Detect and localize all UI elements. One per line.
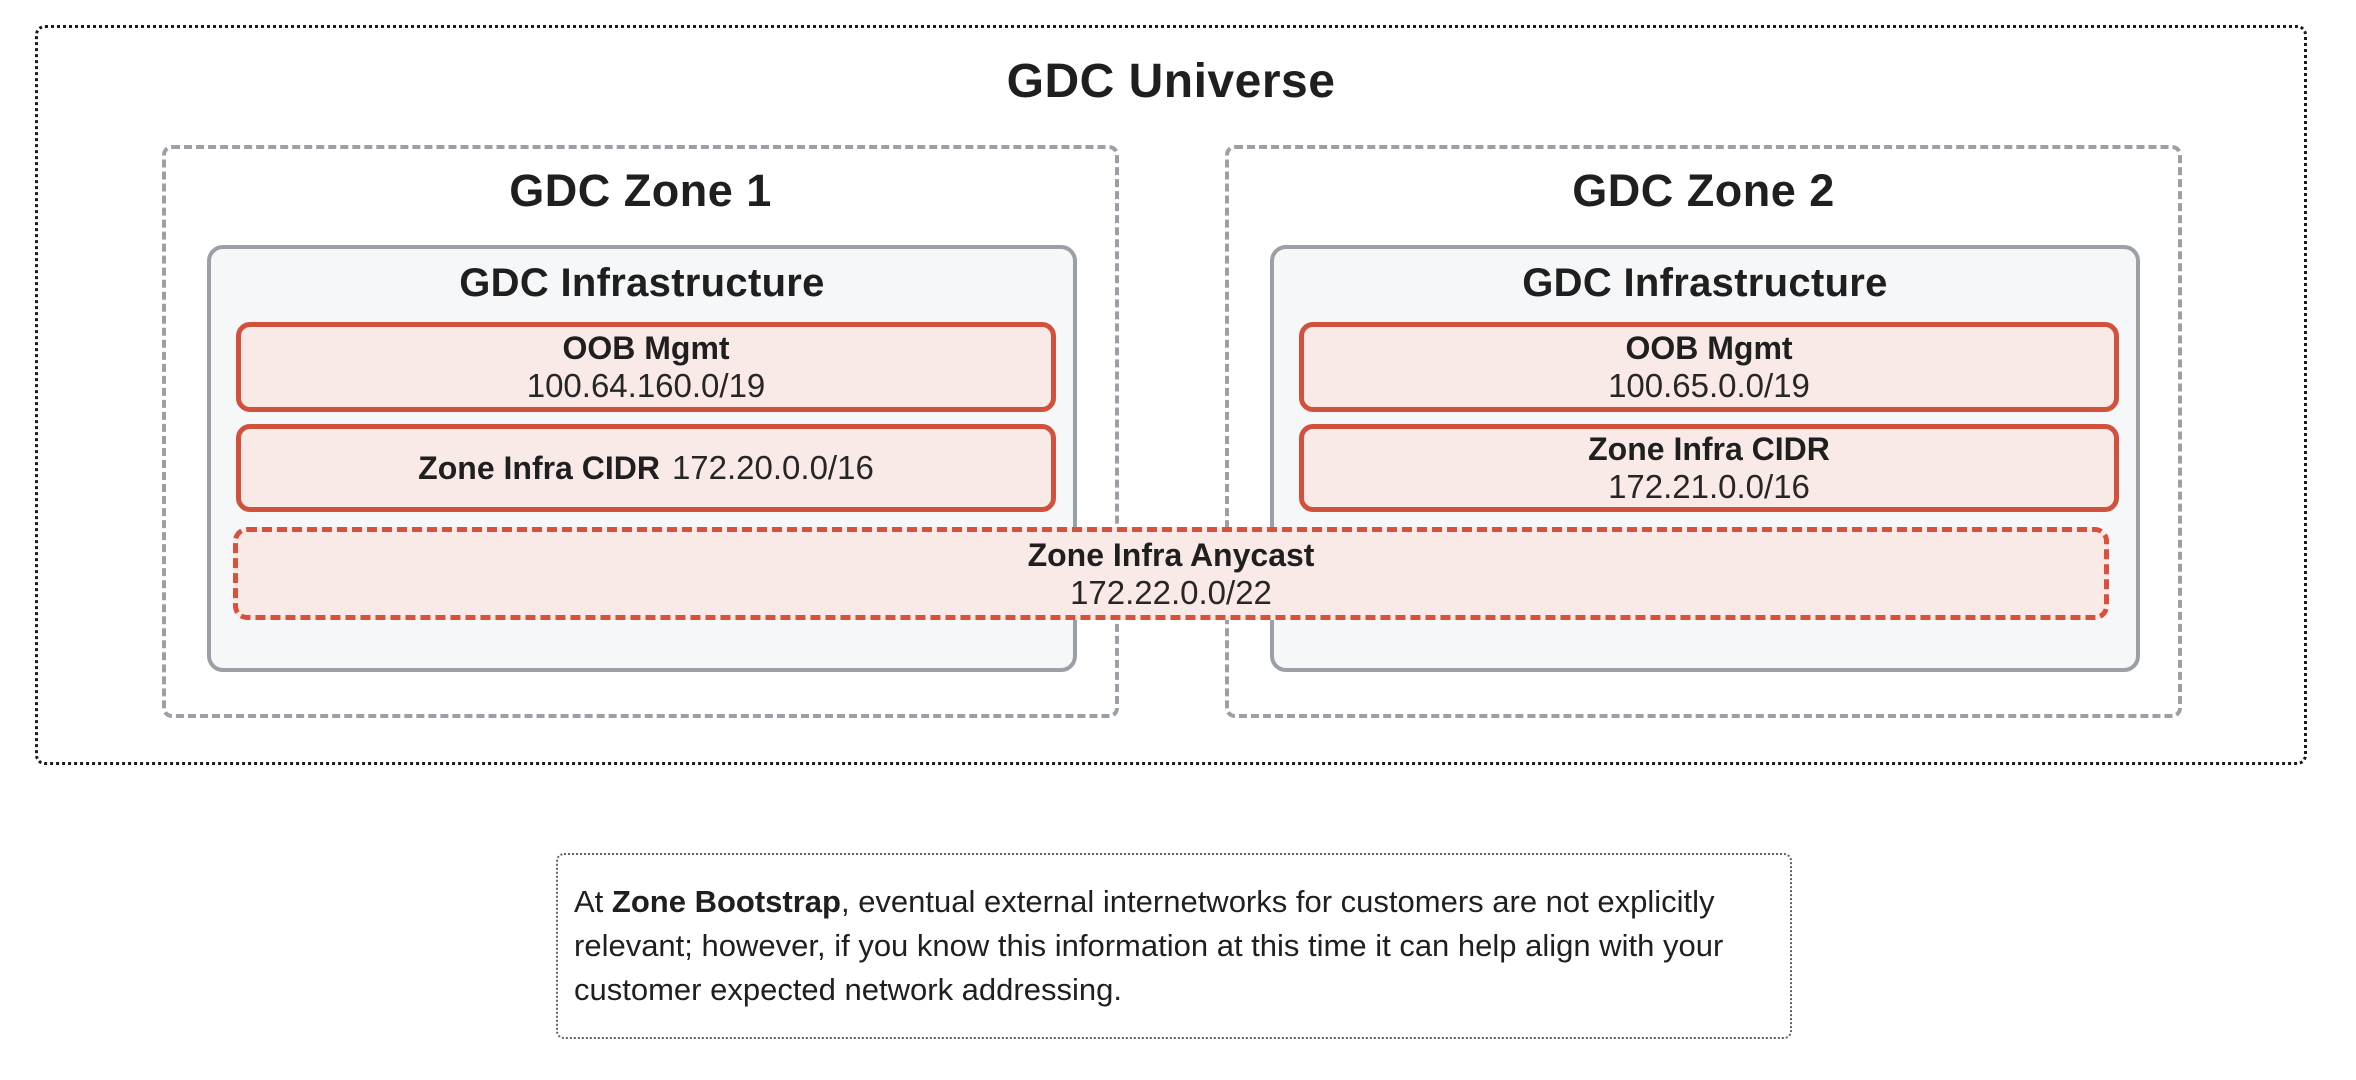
zone-2-oob-mgmt-box: OOB Mgmt 100.65.0.0/19 <box>1299 322 2119 412</box>
zone-1-oob-mgmt-cidr: 100.64.160.0/19 <box>526 367 766 404</box>
universe-title: GDC Universe <box>1006 55 1336 108</box>
zone-2-infra-cidr-box: Zone Infra CIDR 172.21.0.0/16 <box>1299 424 2119 512</box>
zone-1-infrastructure-title: GDC Infrastructure <box>459 261 825 305</box>
gdc-universe-box: GDC Universe <box>35 25 2307 765</box>
note-text-rest: , eventual external internetworks for cu… <box>574 884 1724 1007</box>
zone-1-infra-cidr-value: 172.20.0.0/16 <box>671 449 874 486</box>
zone-1-infra-cidr-box: Zone Infra CIDR 172.20.0.0/16 <box>236 424 1056 512</box>
note-text-prefix: At <box>574 884 612 919</box>
zone-2-title: GDC Zone 2 <box>1572 165 1835 216</box>
note-text-bold: Zone Bootstrap <box>611 884 841 919</box>
zone-infra-anycast-box: Zone Infra Anycast 172.22.0.0/22 <box>233 527 2109 620</box>
gdc-zone-2-box: GDC Zone 2 GDC Infrastructure OOB Mgmt 1… <box>1225 145 2182 718</box>
zone-bootstrap-note: At Zone Bootstrap, eventual external int… <box>556 853 1792 1039</box>
zone-2-infra-cidr-value: 172.21.0.0/16 <box>1608 468 1810 505</box>
zone-1-oob-mgmt-label: OOB Mgmt <box>562 330 730 366</box>
zone-1-oob-mgmt-box: OOB Mgmt 100.64.160.0/19 <box>236 322 1056 412</box>
zone-infra-anycast-cidr: 172.22.0.0/22 <box>1070 573 1272 611</box>
zone-2-infra-cidr-label: Zone Infra CIDR <box>1588 431 1830 467</box>
zone-2-infrastructure-title: GDC Infrastructure <box>1522 261 1888 305</box>
zone-2-oob-mgmt-label: OOB Mgmt <box>1625 330 1793 366</box>
gdc-zone-1-box: GDC Zone 1 GDC Infrastructure OOB Mgmt 1… <box>162 145 1119 718</box>
zone-infra-anycast-label: Zone Infra Anycast <box>1027 536 1315 573</box>
zone-2-oob-mgmt-cidr: 100.65.0.0/19 <box>1608 367 1810 404</box>
zone-1-title: GDC Zone 1 <box>509 165 772 216</box>
zone-1-infra-cidr-label: Zone Infra CIDR <box>418 450 660 486</box>
